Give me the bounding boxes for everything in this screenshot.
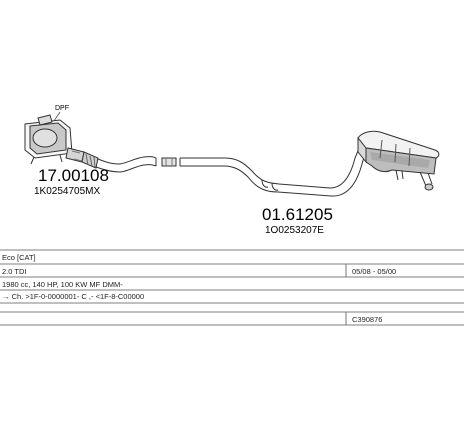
table-row-variant: Eco [CAT] <box>2 253 36 262</box>
rear-muffler-oe-number: 1O0253207E <box>265 225 324 236</box>
table-row-engine: 2.0 TDI <box>2 267 26 276</box>
dpf-part-number: 17.00108 <box>38 166 109 185</box>
dpf-oe-number: 1K0254705MX <box>34 186 100 197</box>
dpf-label: DPF <box>55 105 69 112</box>
table-row-kit-code: C390876 <box>352 315 382 324</box>
rear-muffler-drawing <box>357 130 440 191</box>
rear-muffler-part-number: 01.61205 <box>262 205 333 224</box>
info-table: Eco [CAT] 2.0 TDI 05/08 - 05/00 1980 cc,… <box>0 249 464 326</box>
dpf-catalyst-drawing <box>24 111 99 169</box>
exhaust-pipe <box>95 145 367 197</box>
table-row-chassis: → Ch. >1F-0-0000001- C ,- <1F-8-C00000 <box>2 292 144 301</box>
table-row-date-range: 05/08 - 05/00 <box>352 267 396 276</box>
table-row-displacement: 1980 cc, 140 HP, 100 KW MF DMM- <box>2 280 123 289</box>
